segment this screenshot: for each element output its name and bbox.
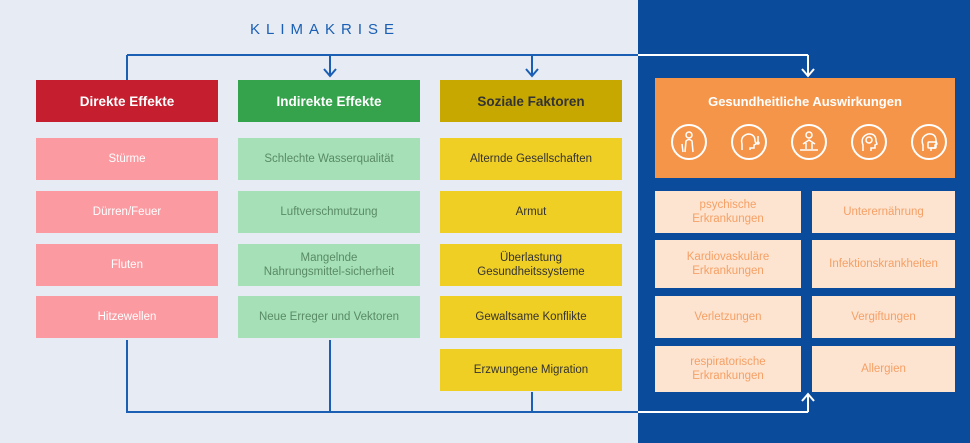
person-with-cane-icon	[671, 124, 707, 160]
brain-head-icon	[851, 124, 887, 160]
diagram-title: KLIMAKRISE	[249, 21, 401, 38]
indirect-effect-item: Luftverschmutzung	[238, 191, 420, 233]
health-effect-item: psychische Erkrankungen	[655, 191, 801, 233]
health-effect-item: respiratorische Erkrankungen	[655, 346, 801, 392]
indirect-effect-item: Neue Erreger und Vektoren	[238, 296, 420, 338]
arrow-heads	[323, 68, 539, 78]
direct-effects-header: Direkte Effekte	[36, 80, 218, 122]
health-effect-item: Infektionskrankheiten	[812, 240, 955, 288]
health-effect-item: Kardiovaskuläre Erkrankungen	[655, 240, 801, 288]
social-factor-item: Erzwungene Migration	[440, 349, 622, 391]
indirect-effects-header: Indirekte Effekte	[238, 80, 420, 122]
social-factors-header: Soziale Faktoren	[440, 80, 622, 122]
direct-effect-item: Stürme	[36, 138, 218, 180]
social-factor-item: Alternde Gesellschaften	[440, 138, 622, 180]
masked-head-icon	[911, 124, 947, 160]
social-factor-item: Überlastung Gesundheitssysteme	[440, 244, 622, 286]
social-factor-item: Armut	[440, 191, 622, 233]
health-effect-item: Allergien	[812, 346, 955, 392]
head-fever-icon	[731, 124, 767, 160]
health-effect-item: Verletzungen	[655, 296, 801, 338]
social-factor-item: Gewaltsame Konflikte	[440, 296, 622, 338]
person-first-aid-icon	[791, 124, 827, 160]
direct-effect-item: Hitzewellen	[36, 296, 218, 338]
health-effects-header: Gesundheitliche Auswirkungen	[708, 93, 902, 109]
health-effect-item: Vergiftungen	[812, 296, 955, 338]
health-icons-row	[655, 118, 955, 178]
indirect-effect-item: Schlechte Wasserqualität	[238, 138, 420, 180]
health-effect-item: Unterernährung	[812, 191, 955, 233]
indirect-effect-item: Mangelnde Nahrungsmittel-sicherheit	[238, 244, 420, 286]
direct-effect-item: Dürren/Feuer	[36, 191, 218, 233]
direct-effect-item: Fluten	[36, 244, 218, 286]
